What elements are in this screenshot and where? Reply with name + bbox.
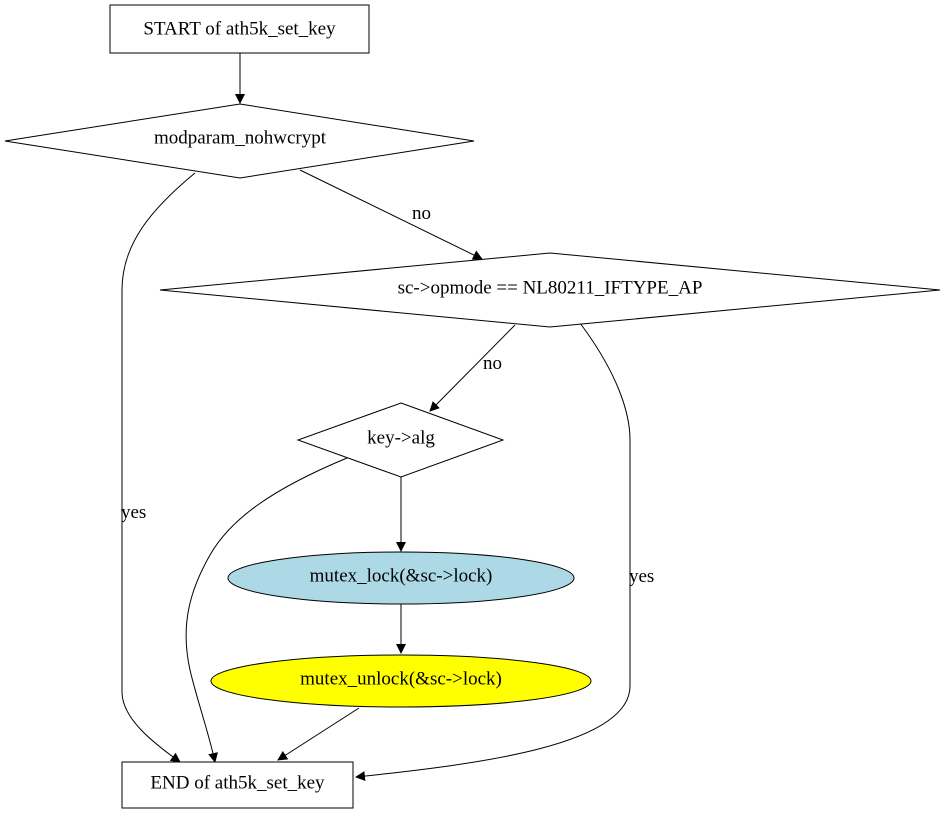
node-mutex-unlock: mutex_unlock(&sc->lock) [210, 654, 592, 708]
node-mutex-lock: mutex_lock(&sc->lock) [227, 551, 575, 605]
modparam-diamond [4, 103, 475, 179]
edge-label-modparam-yes: yes [121, 502, 146, 523]
keyalg-diamond [296, 402, 505, 478]
edge-label-modparam-no: no [412, 203, 431, 224]
node-modparam: modparam_nohwcrypt [4, 103, 475, 179]
node-start: START of ath5k_set_key [109, 4, 370, 54]
start-label: START of ath5k_set_key [143, 19, 336, 40]
edge-opmode-to-keyalg [429, 324, 516, 412]
mutex-unlock-ellipse [210, 654, 592, 708]
node-opmode: sc->opmode == NL80211_IFTYPE_AP [159, 252, 941, 328]
end-box [121, 761, 354, 809]
mutex-lock-label: mutex_lock(&sc->lock) [310, 566, 493, 587]
edge-opmode-to-end [355, 322, 631, 782]
edges-group: no yes no yes [121, 53, 654, 782]
edge-modparam-to-opmode [299, 169, 483, 260]
edge-label-opmode-yes: yes [629, 566, 654, 587]
keyalg-label: key->alg [367, 428, 435, 449]
edge-modparam-to-end [121, 172, 196, 763]
mutex-unlock-label: mutex_unlock(&sc->lock) [300, 669, 502, 690]
modparam-label: modparam_nohwcrypt [154, 128, 327, 149]
opmode-diamond [159, 252, 941, 328]
opmode-label: sc->opmode == NL80211_IFTYPE_AP [398, 278, 703, 299]
node-end: END of ath5k_set_key [121, 761, 354, 809]
node-keyalg: key->alg [296, 402, 505, 478]
nodes-group: START of ath5k_set_key modparam_nohwcryp… [4, 4, 941, 809]
end-label: END of ath5k_set_key [150, 773, 325, 794]
mutex-lock-ellipse [227, 551, 575, 605]
edge-mutex-unlock-to-end [277, 707, 360, 761]
edge-label-opmode-no: no [483, 353, 502, 374]
edge-keyalg-to-end [185, 457, 348, 763]
start-box [109, 4, 370, 54]
